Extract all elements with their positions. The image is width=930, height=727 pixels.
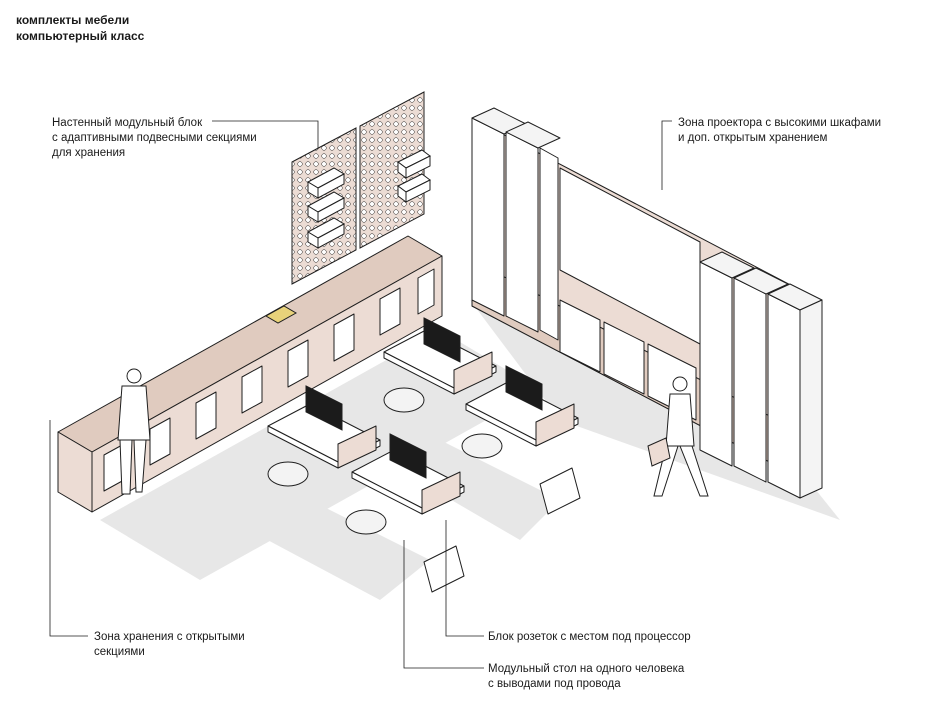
person-man-icon — [117, 368, 151, 495]
desk-1 — [383, 329, 497, 395]
projector-wall — [471, 107, 823, 499]
chairs — [267, 387, 503, 535]
monitor-icon — [423, 317, 461, 363]
title-line-2: компьютерный класс — [16, 29, 145, 43]
monitors — [305, 317, 543, 479]
callout-wall-block: Настенный модульный блок с адаптивными п… — [52, 117, 257, 159]
monitor-icon — [389, 433, 427, 479]
workstation-desks — [267, 329, 581, 593]
monitor-icon — [305, 385, 343, 431]
chair-icon — [461, 433, 503, 459]
tall-cabinets-left — [471, 107, 561, 341]
page-title: комплекты мебели компьютерный класс — [16, 12, 144, 44]
hanging-storage-boxes — [306, 149, 431, 249]
person-woman-icon — [647, 376, 709, 497]
chair-icon — [383, 387, 425, 413]
callout-socket-block: Блок розеток с местом под процессор — [488, 631, 691, 643]
low-storage-shelf — [57, 235, 443, 513]
people — [117, 368, 709, 497]
chair-icon — [345, 509, 387, 535]
callout-projector-zone: Зона проектора с высокими шкафами и доп.… — [678, 117, 882, 144]
shelf-openings — [103, 268, 435, 492]
desk-4 — [351, 449, 465, 593]
pegboard-wall-block — [291, 91, 431, 285]
desk-2 — [465, 381, 581, 515]
chair-icon — [267, 461, 309, 487]
desk-3 — [267, 403, 381, 469]
book-icon — [264, 305, 298, 324]
title-line-1: комплекты мебели — [16, 13, 130, 27]
tall-cabinets-right — [699, 251, 823, 499]
monitor-icon — [505, 365, 543, 411]
callout-storage-zone: Зона хранения с открытыми секциями — [94, 631, 245, 658]
callout-modular-desk: Модульный стол на одного человека с выво… — [488, 663, 685, 690]
leader-lines — [49, 120, 672, 669]
